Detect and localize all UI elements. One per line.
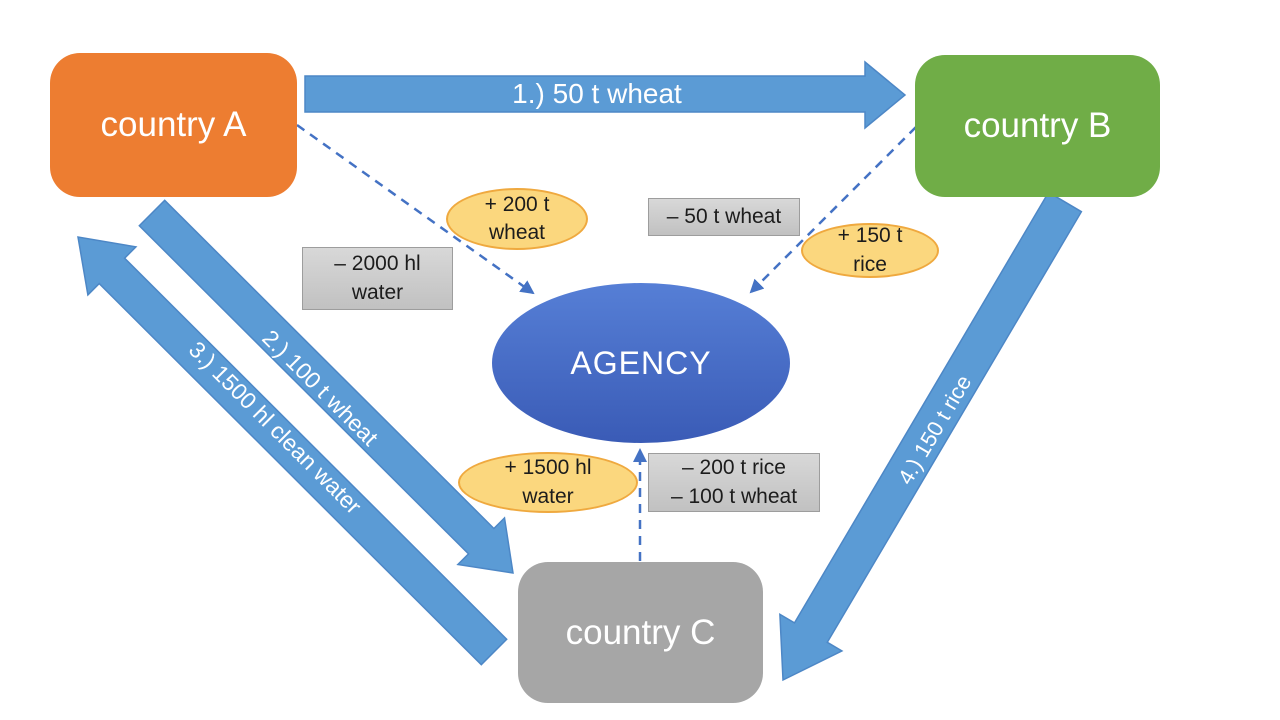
badge-line: water xyxy=(351,280,404,304)
flow-arrow-4-b-to-c-icon xyxy=(779,191,1083,682)
badge-line: water xyxy=(522,484,574,508)
badge-line: – 2000 hl xyxy=(334,252,421,276)
badge-line: – 200 t rice xyxy=(682,456,786,480)
badge-line: + 150 t xyxy=(837,224,903,248)
badge-line: rice xyxy=(853,252,887,276)
node-agency: AGENCY xyxy=(492,283,790,443)
flow-arrow-3-c-to-a-icon xyxy=(77,236,508,666)
badge-agency-gain-water: + 1500 hl water xyxy=(458,452,638,513)
badge-line: + 1500 hl xyxy=(504,456,592,480)
flow-label-1: 1.) 50 t wheat xyxy=(512,78,682,109)
badge-line: + 200 t xyxy=(484,192,550,216)
badge-agency-gain-rice: + 150 t rice xyxy=(801,223,939,278)
badge-line: – 100 t wheat xyxy=(670,484,798,508)
node-country-a: country A xyxy=(50,53,297,197)
flow-arrow-2-a-to-c-icon xyxy=(138,199,514,574)
node-country-c: country C xyxy=(518,562,763,703)
badge-line: – 50 t wheat xyxy=(666,204,782,228)
node-country-b: country B xyxy=(915,55,1160,197)
badge-country-b-loss-wheat: – 50 t wheat xyxy=(648,198,800,236)
badge-country-a-loss-water: – 2000 hl water xyxy=(302,247,453,310)
flow-arrow-1-a-to-b-icon xyxy=(304,60,907,130)
badge-agency-gain-wheat: + 200 t wheat xyxy=(446,188,588,250)
dashed-connector-a-to-agency xyxy=(296,123,535,295)
badge-line: wheat xyxy=(488,221,546,244)
dashed-connector-b-to-agency xyxy=(749,126,917,294)
badge-country-c-loss-rice-wheat: – 200 t rice – 100 t wheat xyxy=(648,453,820,512)
